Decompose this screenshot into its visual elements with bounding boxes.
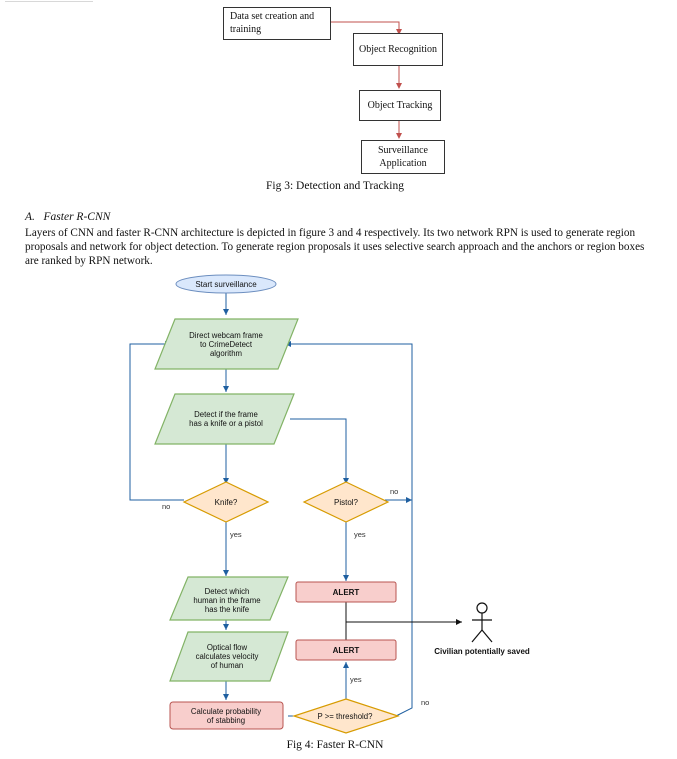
fig4-detect-node: Detect if the frame has a knife or a pis… — [154, 393, 295, 445]
fig4-pistol-text: Pistol? — [334, 498, 359, 507]
fig4-direct-node: Direct webcam frame to CrimeDetect algor… — [154, 318, 299, 370]
fig4-optical-flow-line-1: Optical flow — [207, 643, 248, 652]
fig4-which-human-node: Detect which human in the frame has the … — [169, 576, 289, 621]
fig4-threshold-text: P >= threshold? — [318, 712, 374, 721]
fig4-detect-line-1: Detect if the frame — [194, 410, 258, 419]
fig3-node-recognition-text: Object Recognition — [358, 44, 438, 55]
fig4-label-no-pistol: no — [390, 487, 398, 496]
section-paragraph: Layers of CNN and faster R-CNN architect… — [25, 227, 645, 268]
fig4-direct-line-3: algorithm — [210, 349, 242, 358]
fig3-node-dataset: Data set creation and training — [223, 7, 331, 40]
fig4-label-no-threshold: no — [421, 698, 429, 707]
fig4-optical-flow-node: Optical flow calculates velocity of huma… — [169, 631, 289, 682]
fig4-which-human-line-3: has the knife — [205, 605, 249, 614]
fig4-alert-2-text: ALERT — [333, 646, 360, 655]
fig3-node-dataset-text: Data set creation and training — [230, 11, 315, 35]
fig4-which-human-line-2: human in the frame — [193, 596, 260, 605]
fig4-alert-2: ALERT — [295, 639, 397, 661]
fig3-node-tracking: Object Tracking — [359, 90, 441, 121]
fig4-detect-line-2: has a knife or a pistol — [189, 419, 263, 428]
fig4-threshold-decision: P >= threshold? — [292, 698, 400, 734]
fig3-node-recognition: Object Recognition — [353, 33, 443, 66]
fig4-civilian-connectors — [345, 602, 462, 640]
scan-artifact-line — [5, 1, 93, 2]
civilian-stick-figure-icon — [471, 602, 493, 643]
fig4-direct-line-1: Direct webcam frame — [189, 331, 263, 340]
fig4-probability-node: Calculate probability of stabbing — [169, 701, 284, 730]
fig4-knife-text: Knife? — [215, 498, 238, 507]
fig4-alert-1: ALERT — [295, 581, 397, 603]
fig4-optical-flow-line-3: of human — [211, 661, 244, 670]
fig3-node-tracking-text: Object Tracking — [367, 100, 433, 111]
fig4-which-human-line-1: Detect which — [205, 587, 250, 596]
fig4-connectors — [129, 293, 413, 717]
fig3-node-surveillance: Surveillance Application — [361, 140, 445, 174]
figure-3-connectors — [331, 21, 402, 139]
fig4-civilian-text: Civilian potentially saved — [434, 647, 530, 656]
fig4-pistol-decision: Pistol? — [302, 481, 390, 523]
section-heading: A. Faster R-CNN — [25, 211, 111, 223]
fig4-probability-line-1: Calculate probability — [191, 707, 261, 716]
fig4-label-no-knife: no — [162, 502, 170, 511]
fig4-start-text: Start surveillance — [195, 280, 257, 289]
fig4-optical-flow-line-2: calculates velocity — [196, 652, 259, 661]
fig4-label-yes-threshold: yes — [350, 675, 362, 684]
fig4-probability-line-2: of stabbing — [207, 716, 245, 725]
fig4-label-yes-knife: yes — [230, 530, 242, 539]
figure-3-caption: Fig 3: Detection and Tracking — [266, 180, 404, 192]
fig4-alert-1-text: ALERT — [333, 588, 360, 597]
fig4-label-yes-pistol: yes — [354, 530, 366, 539]
fig4-start-node: Start surveillance — [175, 274, 277, 294]
fig4-knife-decision: Knife? — [182, 481, 270, 523]
fig4-direct-line-2: to CrimeDetect — [200, 340, 253, 349]
figure-4-caption: Fig 4: Faster R-CNN — [286, 739, 384, 751]
fig3-node-surveillance-text: Surveillance Application — [378, 145, 428, 169]
figure-4-flowchart: Start surveillance Direct webcam frame t… — [129, 274, 530, 734]
